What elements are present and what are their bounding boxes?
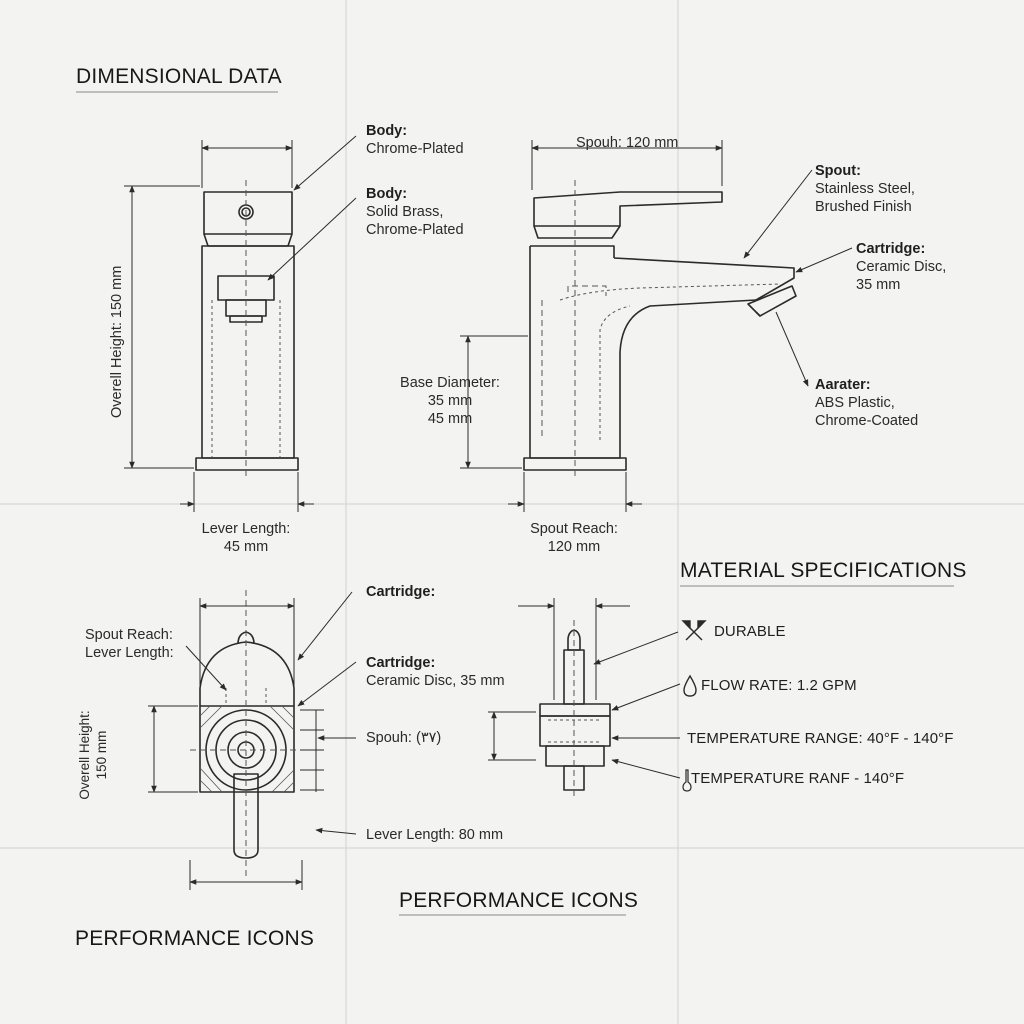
heading-performance-icons-center: PERFORMANCE ICONS <box>399 889 639 912</box>
heading-underlines <box>76 91 954 916</box>
top-view-dimensions <box>148 591 357 890</box>
callout-title: Aarater: <box>815 377 871 393</box>
side-view <box>523 191 797 471</box>
spec-temperature-ranf: TEMPERATURE RANF - 140°F <box>691 770 905 787</box>
front-body-callout-1: Body: Chrome-Plated <box>366 122 464 158</box>
top-view <box>199 631 295 859</box>
callout-title: Cartridge: <box>366 655 436 671</box>
callout-line: Chrome-Plated <box>366 222 464 238</box>
spec-flow-rate: FLOW RATE: 1.2 GPM <box>701 677 857 694</box>
top-view-hidden-lines <box>190 590 306 880</box>
side-view-hidden-lines <box>541 180 781 480</box>
callout-title: Spout: <box>815 163 861 179</box>
thermometer-icon <box>682 769 692 792</box>
top-lever-length-label: Lever Length: <box>85 645 174 661</box>
side-spout-dimension-label: Spouh: 120 mm <box>576 135 679 151</box>
hammer-wrench-icon <box>681 620 707 641</box>
side-view-dimensions <box>460 140 853 512</box>
top-spout-label: Spouh: (٣٧) <box>366 730 442 746</box>
callout-title: Body: <box>366 123 408 139</box>
top-spout-reach-label: Spout Reach: <box>85 627 173 643</box>
callout-title: Cartridge: <box>856 241 926 257</box>
side-cartridge-callout: Cartridge: Ceramic Disc, 35 mm <box>856 240 946 294</box>
cartridge-section-dimensions <box>488 598 681 779</box>
front-body-callout-2: Body: Solid Brass, Chrome-Plated <box>366 185 464 239</box>
side-spout-reach-label: Spout Reach: 120 mm <box>514 520 634 556</box>
cartridge-section <box>539 629 611 791</box>
top-overall-height-label: Overell Height: 150 mm <box>48 708 138 799</box>
water-drop-icon <box>683 674 697 697</box>
callout-line: Brushed Finish <box>815 199 912 215</box>
callout-line: ABS Plastic, <box>815 395 895 411</box>
top-view-hatching <box>199 705 295 793</box>
top-cartridge-label-1: Cartridge: <box>366 584 436 600</box>
label-line: 120 mm <box>547 539 601 555</box>
callout-title: Body: <box>366 186 408 202</box>
callout-line: Ceramic Disc, 35 mm <box>366 673 505 689</box>
label-line: 45 mm <box>223 539 269 555</box>
label-line: Spout Reach: <box>530 521 618 537</box>
heading-performance-icons-left: PERFORMANCE ICONS <box>75 927 315 950</box>
spec-durable: DURABLE <box>714 623 786 640</box>
front-lever-length-label: Lever Length: 45 mm <box>186 520 306 556</box>
front-view-dimensions <box>124 135 357 512</box>
side-aerator-callout: Aarater: ABS Plastic, Chrome-Coated <box>815 376 918 430</box>
label-line: Lever Length: <box>201 521 291 537</box>
label-line: Base Diameter: <box>400 375 500 391</box>
front-view-centerline <box>211 180 281 480</box>
callout-line: Stainless Steel, <box>815 181 915 197</box>
callout-line: Ceramic Disc, <box>856 259 947 275</box>
label-line: 150 mm <box>94 730 109 780</box>
callout-line: Solid Brass, <box>366 204 444 220</box>
side-spout-callout: Spout: Stainless Steel, Brushed Finish <box>815 162 915 216</box>
side-base-diameter-label: Base Diameter: 35 mm 45 mm <box>392 374 508 428</box>
heading-dimensional-data: DIMENSIONAL DATA <box>76 65 282 88</box>
callout-line: 35 mm <box>856 277 901 293</box>
label-line: 35 mm <box>427 393 473 409</box>
callout-line: Chrome-Plated <box>366 141 464 157</box>
heading-material-specifications: MATERIAL SPECIFICATIONS <box>680 559 967 582</box>
spec-temperature-range: TEMPERATURE RANGE: 40°F - 140°F <box>687 730 954 747</box>
top-lever-length-bottom-label: Lever Length: 80 mm <box>366 827 504 843</box>
front-overall-height-label: Overell Height: 150 mm <box>109 265 125 418</box>
label-line: 45 mm <box>427 411 473 427</box>
cartridge-section-hidden <box>548 620 602 800</box>
callout-line: Chrome-Coated <box>815 413 919 429</box>
label-line: Overell Height: <box>77 710 92 800</box>
top-cartridge-callout-2: Cartridge: Ceramic Disc, 35 mm <box>366 654 505 690</box>
front-view <box>195 191 299 471</box>
